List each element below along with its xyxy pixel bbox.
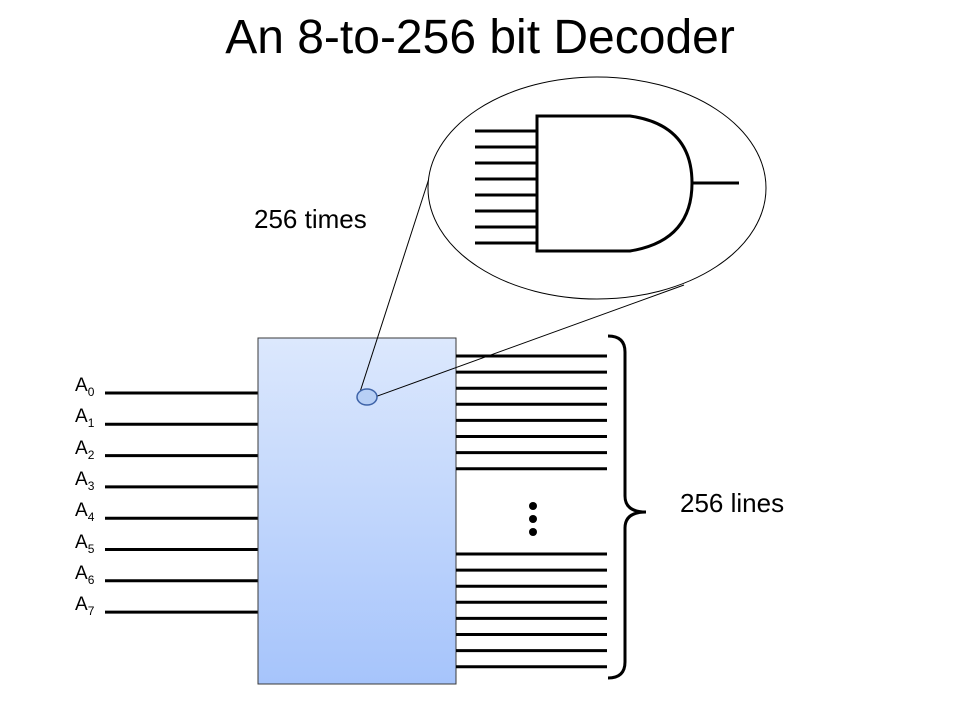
input-label-a7: A7 bbox=[75, 594, 115, 619]
zoom-dot bbox=[356, 388, 378, 406]
input-label-index: 3 bbox=[87, 478, 95, 493]
input-label-index: 0 bbox=[87, 385, 95, 399]
input-label-base: A bbox=[75, 437, 88, 459]
input-label-a5: A5 bbox=[75, 531, 115, 556]
zoom-line-lower bbox=[371, 284, 685, 399]
input-label-index: 6 bbox=[87, 572, 95, 587]
input-label-a4: A4 bbox=[75, 500, 115, 525]
and-gate-inputs bbox=[475, 129, 537, 245]
input-label-a6: A6 bbox=[75, 562, 115, 587]
input-label-base: A bbox=[75, 594, 88, 616]
input-label-a3: A3 bbox=[75, 468, 115, 493]
input-label-index: 5 bbox=[87, 541, 95, 556]
input-label-index: 4 bbox=[87, 510, 95, 525]
input-label-index: 2 bbox=[87, 447, 95, 462]
output-ellipsis bbox=[529, 502, 537, 536]
input-label-base: A bbox=[75, 468, 88, 490]
input-label-a2: A2 bbox=[75, 437, 115, 462]
input-label-base: A bbox=[75, 500, 88, 522]
output-wires bbox=[456, 354, 607, 669]
decoder-box bbox=[257, 337, 457, 685]
input-label-index: 1 bbox=[87, 416, 95, 431]
input-label-base: A bbox=[75, 375, 88, 396]
annotation-256-lines: 256 lines bbox=[680, 488, 785, 518]
input-wires bbox=[105, 391, 258, 614]
zoom-line-upper bbox=[359, 165, 434, 393]
input-label-index: 7 bbox=[87, 604, 95, 619]
input-label-a1: A1 bbox=[75, 406, 115, 431]
input-label-base: A bbox=[75, 562, 88, 584]
annotation-256-times: 256 times bbox=[254, 204, 367, 234]
output-brace bbox=[607, 334, 647, 680]
and-gate bbox=[475, 114, 739, 253]
input-label-base: A bbox=[75, 531, 88, 553]
page-title: An 8-to-256 bit Decoder bbox=[225, 11, 735, 64]
input-label-base: A bbox=[75, 406, 88, 428]
input-label-a0: A0 bbox=[75, 375, 115, 399]
and-gate-body bbox=[535, 114, 694, 253]
